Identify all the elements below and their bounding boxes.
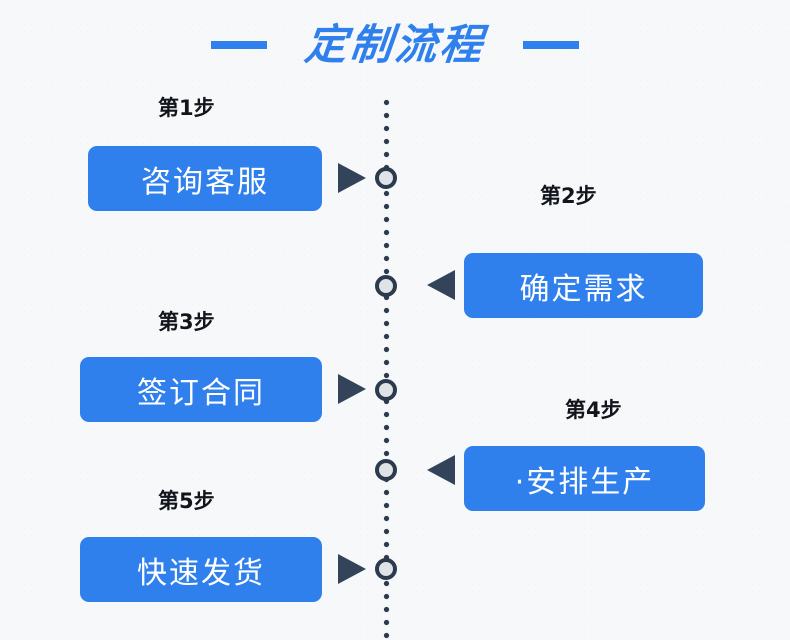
arrow-right-icon-5 bbox=[338, 554, 366, 584]
step-box-5[interactable]: 快速发货 bbox=[80, 537, 322, 602]
step-label-5: 第5步 bbox=[158, 489, 215, 513]
step-box-1[interactable]: 咨询客服 bbox=[88, 146, 322, 211]
step-box-2[interactable]: 确定需求 bbox=[464, 253, 703, 318]
step-box-4[interactable]: ·安排生产 bbox=[464, 446, 705, 511]
timeline-node-4 bbox=[375, 459, 397, 481]
timeline-node-5 bbox=[375, 558, 397, 580]
title-dash-left-icon bbox=[210, 41, 267, 49]
arrow-left-icon-2 bbox=[427, 270, 455, 300]
step-label-1: 第1步 bbox=[158, 96, 215, 120]
step-box-3[interactable]: 签订合同 bbox=[80, 357, 322, 422]
step-label-3: 第3步 bbox=[158, 310, 215, 334]
arrow-left-icon-4 bbox=[427, 455, 455, 485]
arrow-right-icon-1 bbox=[338, 163, 366, 193]
timeline-dotted-spine bbox=[382, 98, 391, 640]
timeline-node-2 bbox=[375, 275, 397, 297]
timeline-node-3 bbox=[375, 379, 397, 401]
page-title: 定制流程 bbox=[302, 20, 488, 69]
arrow-right-icon-3 bbox=[338, 374, 366, 404]
timeline-node-1 bbox=[375, 167, 397, 189]
step-label-2: 第2步 bbox=[540, 184, 597, 208]
step-label-4: 第4步 bbox=[565, 398, 622, 422]
title-dash-right-icon bbox=[523, 41, 579, 49]
page-title-row: 定制流程 bbox=[0, 14, 790, 76]
